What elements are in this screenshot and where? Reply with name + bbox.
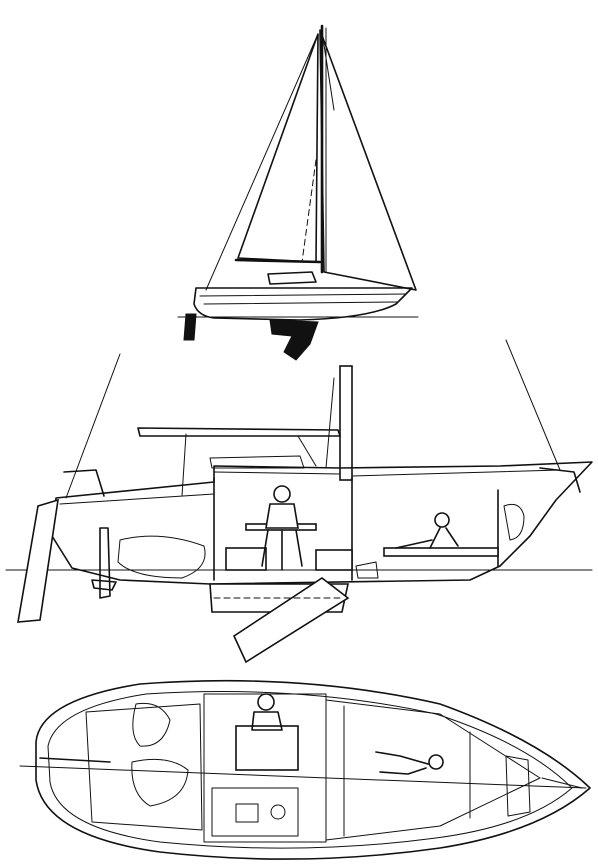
galley-counter <box>211 787 299 837</box>
mainsail-leech-line <box>301 159 317 263</box>
keel <box>269 319 319 361</box>
boom <box>234 258 322 264</box>
hatch <box>209 455 305 469</box>
centerboard <box>232 577 350 664</box>
profile-shroud <box>325 377 335 469</box>
reclining-person-body <box>395 527 459 549</box>
settee-port <box>225 547 267 571</box>
plan-reclining-head <box>428 754 444 770</box>
interior-profile-view <box>5 339 593 664</box>
jib-sail <box>319 29 417 291</box>
profile-rudder <box>17 498 59 623</box>
seated-person-legs <box>261 529 303 567</box>
sheer-stripe <box>199 293 407 297</box>
plan-sheer-inner <box>47 691 573 849</box>
v-berth <box>383 547 499 557</box>
foredeck-line <box>351 469 561 477</box>
sail-bag-aft <box>117 535 206 579</box>
bow-locker <box>505 755 531 817</box>
backstay <box>205 33 319 291</box>
outboard-motor <box>99 527 111 599</box>
seated-person-torso <box>265 503 299 529</box>
galley-sink <box>270 804 286 820</box>
sail-plan-view <box>177 24 419 361</box>
reclining-person-head <box>434 512 450 528</box>
pushpit-rail <box>63 469 105 497</box>
outboard-prop <box>91 579 117 591</box>
plan-person-head <box>257 693 275 711</box>
rudder <box>183 313 197 341</box>
tiller <box>39 757 111 763</box>
cabin-house <box>267 271 317 285</box>
mainsail <box>237 33 319 263</box>
profile-hull-outline <box>51 461 593 585</box>
plan-table <box>235 725 299 771</box>
hull-profile <box>193 287 413 321</box>
bow-sprit-line <box>541 777 583 789</box>
upper-shroud <box>321 31 335 111</box>
anchor-locker <box>503 503 525 541</box>
galley-stove <box>235 803 259 823</box>
seated-person-head <box>273 485 291 503</box>
cockpit-well <box>85 703 203 831</box>
forward-cabin <box>325 699 541 841</box>
profile-mast <box>339 365 353 481</box>
settee-stbd <box>315 549 353 571</box>
mainsheet <box>181 433 187 497</box>
sail-bag-plan <box>131 758 189 807</box>
vang <box>297 435 317 467</box>
pulpit-rail <box>539 467 581 493</box>
winch-port <box>132 702 171 747</box>
plan-reclining-body <box>375 751 429 775</box>
profile-forestay <box>505 339 561 471</box>
cockpit-coaming <box>59 493 215 505</box>
profile-backstay <box>65 353 121 499</box>
plan-hull-outline <box>35 679 591 860</box>
plan-person-body <box>251 711 283 731</box>
profile-boom <box>137 427 341 437</box>
plan-centerline <box>19 765 587 789</box>
cabin-top-line <box>213 471 341 475</box>
head-toilet <box>355 561 379 579</box>
deck-plan-view <box>19 679 591 860</box>
boot-stripe <box>203 301 399 305</box>
